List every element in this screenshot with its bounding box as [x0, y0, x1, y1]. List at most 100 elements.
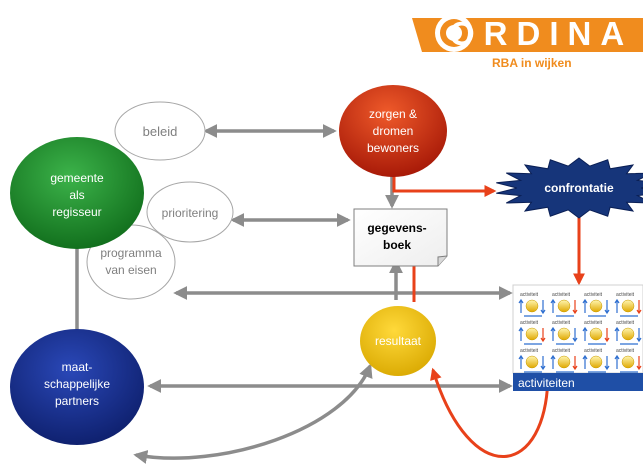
activiteit-orb-icon: [621, 299, 635, 313]
activiteiten-tile-grid: activiteit activiteit activiteit activiteit…: [518, 292, 642, 373]
activiteit-tile: activiteit: [582, 320, 610, 345]
activiteiten-label: activiteiten: [518, 376, 575, 390]
arrow-up-icon: [582, 326, 588, 341]
node-zorgen-line1: zorgen &: [369, 107, 417, 121]
activiteit-tile-label: activiteit: [616, 348, 635, 354]
activiteit-orb-icon: [525, 327, 539, 341]
activiteit-orb-icon: [621, 355, 635, 369]
activiteit-tile-label: activiteit: [584, 292, 603, 298]
arrow-up-icon: [550, 354, 556, 369]
activiteit-orb-icon: [557, 327, 571, 341]
node-maatschappelijke-partners: maat- schappelijke partners: [10, 329, 144, 445]
node-partners-line3: partners: [55, 394, 99, 408]
activiteit-tile: activiteit: [614, 348, 642, 373]
node-zorgen-line2: dromen: [373, 124, 414, 138]
arrow-resultaat-partners-curve: [133, 363, 373, 464]
node-prioritering: prioritering: [146, 181, 234, 243]
node-prioritering-label: prioritering: [162, 206, 219, 220]
activiteit-tile-label: activiteit: [552, 348, 571, 354]
node-beleid-label: beleid: [143, 124, 178, 139]
arrow-up-icon: [614, 326, 620, 341]
node-confrontatie-label: confrontatie: [544, 181, 614, 195]
activiteit-tile-label: activiteit: [552, 320, 571, 326]
node-gegevensboek-line2: boek: [383, 238, 411, 252]
node-gemeente-line3: regisseur: [52, 205, 101, 219]
node-gemeente-line1: gemeente: [50, 171, 104, 185]
node-activiteiten: activiteit activiteit activiteit activiteit…: [512, 284, 643, 391]
page-curl-icon: [437, 255, 448, 266]
activiteit-orb-icon: [589, 327, 603, 341]
node-programma-line1: programma: [100, 246, 162, 260]
arrow-up-icon: [550, 326, 556, 341]
logo-subtitle: RBA in wijken: [492, 56, 572, 70]
arrow-up-icon: [614, 354, 620, 369]
activiteit-tile: activiteit: [550, 292, 578, 317]
node-beleid: beleid: [114, 101, 206, 161]
activiteit-orb-icon: [589, 355, 603, 369]
activiteit-tile: activiteit: [614, 292, 642, 317]
arrow-up-icon: [518, 326, 524, 341]
arrow-down-icon: [604, 356, 610, 371]
arrow-down-icon: [572, 356, 578, 371]
logo-o-icon: [435, 14, 473, 52]
arrow-down-icon: [540, 356, 546, 371]
activiteit-tile-label: activiteit: [616, 320, 635, 326]
activiteit-tile: activiteit: [518, 320, 546, 345]
activiteit-tile: activiteit: [582, 292, 610, 317]
node-gegevensboek-line1: gegevens-: [367, 221, 426, 235]
arrow-down-icon: [636, 356, 642, 371]
arrow-down-icon: [636, 328, 642, 343]
arrow-up-icon: [582, 354, 588, 369]
activiteit-tile-label: activiteit: [552, 292, 571, 298]
node-gemeente-line2: als: [69, 188, 84, 202]
arrow-down-icon: [540, 328, 546, 343]
node-gemeente: gemeente als regisseur: [10, 137, 144, 249]
activiteit-tile: activiteit: [614, 320, 642, 345]
activiteit-orb-icon: [525, 355, 539, 369]
activiteit-orb-icon: [589, 299, 603, 313]
logo-brand-text: ORDINA: [449, 15, 633, 52]
arrow-up-icon: [614, 298, 620, 313]
node-zorgen-dromen-bewoners: zorgen & dromen bewoners: [339, 85, 447, 177]
node-resultaat: resultaat: [360, 306, 436, 376]
activiteit-tile: activiteit: [550, 320, 578, 345]
node-partners-line1: maat-: [62, 360, 93, 374]
arrow-down-icon: [604, 300, 610, 315]
activiteit-tile-label: activiteit: [616, 292, 635, 298]
node-resultaat-label: resultaat: [375, 334, 422, 348]
arrow-up-icon: [518, 298, 524, 313]
activiteiten-label-bar: [513, 373, 643, 391]
arrow-down-icon: [604, 328, 610, 343]
node-confrontatie: confrontatie: [496, 157, 643, 219]
activiteit-orb-icon: [525, 299, 539, 313]
activiteit-tile: activiteit: [582, 348, 610, 373]
arrow-activiteiten-resultaat-curve: [430, 367, 550, 458]
node-partners-line2: schappelijke: [44, 377, 110, 391]
node-programma: programma van eisen: [86, 224, 176, 300]
node-gegevensboek: gegevens- boek: [353, 208, 448, 267]
arrow-up-icon: [518, 354, 524, 369]
confrontatie-starburst: [496, 157, 643, 219]
activiteit-orb-icon: [621, 327, 635, 341]
node-programma-line2: van eisen: [105, 263, 156, 277]
activiteit-orb-icon: [557, 355, 571, 369]
activiteit-tile-label: activiteit: [520, 292, 539, 298]
arrow-down-icon: [572, 300, 578, 315]
arrow-down-icon: [636, 300, 642, 315]
activiteit-tile: activiteit: [550, 348, 578, 373]
activiteit-tile-label: activiteit: [520, 320, 539, 326]
activiteit-tile: activiteit: [518, 292, 546, 317]
activiteit-tile-label: activiteit: [584, 348, 603, 354]
arrow-up-icon: [550, 298, 556, 313]
node-zorgen-line3: bewoners: [367, 141, 419, 155]
activiteit-tile: activiteit: [518, 348, 546, 373]
activiteit-orb-icon: [557, 299, 571, 313]
ordina-logo: ORDINA RBA in wijken: [412, 14, 643, 70]
arrow-up-icon: [582, 298, 588, 313]
gray-connectors: [70, 124, 513, 464]
arrow-down-icon: [572, 328, 578, 343]
activiteit-tile-label: activiteit: [584, 320, 603, 326]
arrow-down-icon: [540, 300, 546, 315]
activiteit-tile-label: activiteit: [520, 348, 539, 354]
